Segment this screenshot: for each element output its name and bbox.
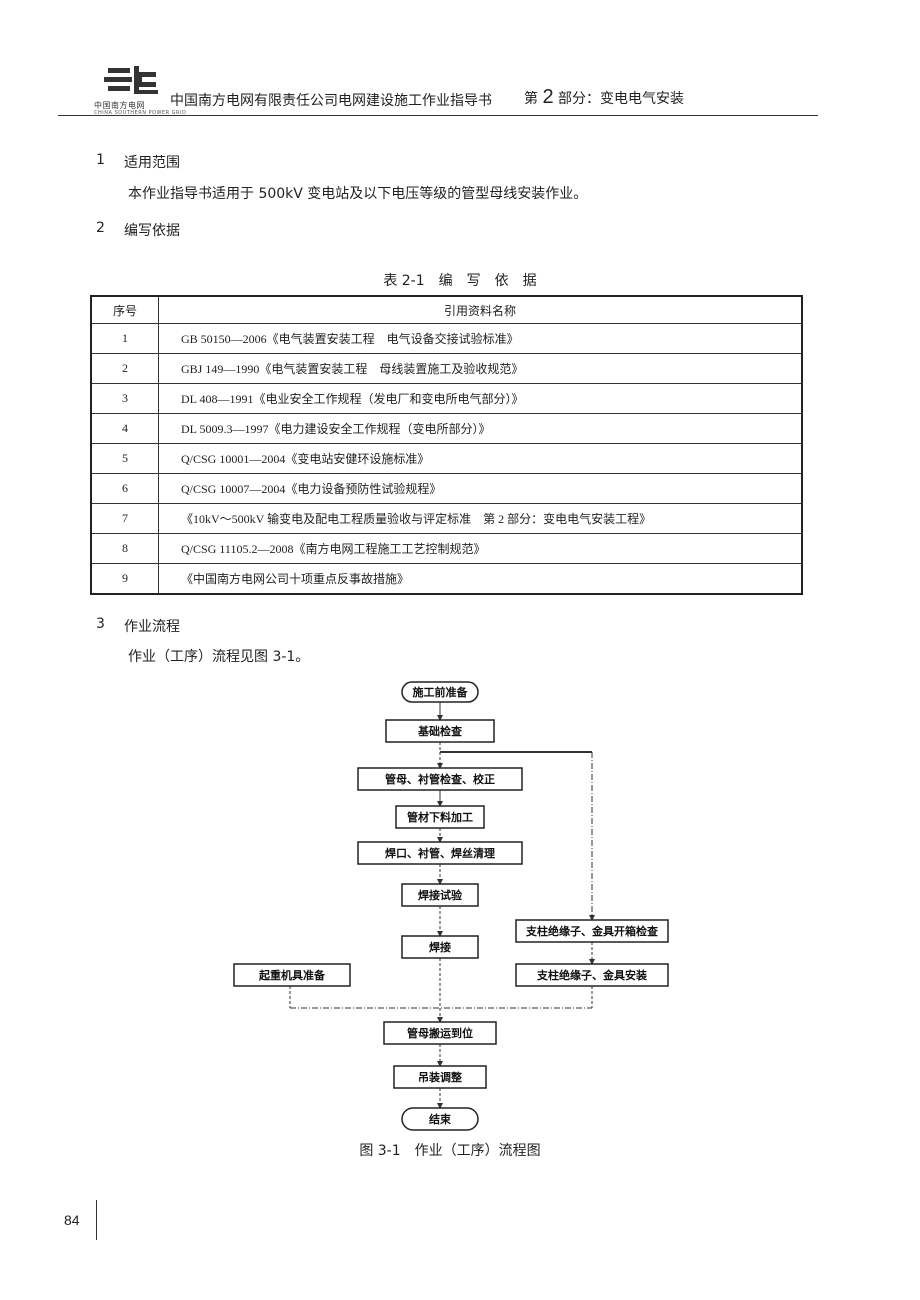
flow-step-box	[393, 1065, 487, 1089]
section-2-title: 编写依据	[124, 223, 180, 239]
flow-step-box	[357, 841, 523, 865]
figure-caption: 图 3-1 作业（工序）流程图	[359, 1143, 541, 1159]
footer-divider	[96, 1200, 97, 1240]
step-insulator-check-label: 支柱绝缘子、金具开箱检查	[525, 924, 658, 938]
section-3-number: 3	[96, 616, 105, 632]
section-3-title: 作业流程	[124, 619, 180, 635]
step-cutting-label: 管材下料加工	[407, 810, 473, 824]
row-reference: Q/CSG 10001—2004《变电站安健环设施标准》	[158, 443, 803, 474]
company-logo	[104, 66, 158, 94]
header-part-prefix: 第	[524, 91, 538, 107]
flow-step-box	[357, 767, 523, 791]
step-transport-label: 管母搬运到位	[407, 1026, 473, 1040]
row-index: 4	[90, 413, 159, 444]
row-reference: GB 50150—2006《电气装置安装工程 电气设备交接试验标准》	[158, 323, 803, 354]
step-weld-test-label: 焊接试验	[418, 888, 463, 902]
row-reference: GBJ 149—1990《电气装置安装工程 母线装置施工及验收规范》	[158, 353, 803, 384]
step-crane-label: 起重机具准备	[258, 968, 326, 982]
row-reference: Q/CSG 11105.2—2008《南方电网工程施工工艺控制规范》	[158, 533, 803, 564]
page-number: 84	[64, 1212, 80, 1228]
flow-step-box	[515, 963, 669, 987]
step-foundation-label: 基础检查	[417, 724, 462, 738]
section-3-text: 作业（工序）流程见图 3-1。	[128, 649, 310, 665]
flow-step-box	[233, 963, 351, 987]
step-tube-check-label: 管母、衬管检查、校正	[385, 772, 495, 786]
table-header-index: 序号	[90, 295, 159, 324]
row-index: 5	[90, 443, 159, 474]
flow-step-box	[383, 1021, 497, 1045]
table-caption: 表 2-1 编 写 依 据	[383, 273, 537, 289]
section-2-number: 2	[96, 220, 105, 236]
row-index: 2	[90, 353, 159, 384]
table-header-row: 序号 引用资料名称	[90, 295, 803, 324]
table-row: 9《中国南方电网公司十项重点反事故措施》	[90, 563, 803, 595]
step-start-label: 施工前准备	[413, 685, 469, 699]
step-hoisting-label: 吊装调整	[418, 1070, 462, 1084]
header-part: 第 2 部分：变电电气安装	[524, 86, 684, 109]
section-1-title: 适用范围	[124, 155, 180, 171]
row-reference: 《中国南方电网公司十项重点反事故措施》	[158, 563, 803, 595]
flow-start-node	[401, 681, 479, 703]
step-cleaning-label: 焊口、衬管、焊丝清理	[385, 846, 495, 860]
header-part-number: 2	[542, 86, 554, 108]
section-1-text: 本作业指导书适用于 500kV 变电站及以下电压等级的管型母线安装作业。	[128, 186, 588, 202]
row-reference: DL 408—1991《电业安全工作规程（发电厂和变电所电气部分）》	[158, 383, 803, 414]
row-reference: DL 5009.3—1997《电力建设安全工作规程（变电所部分）》	[158, 413, 803, 444]
flow-step-box	[385, 719, 495, 743]
header-divider	[58, 115, 818, 116]
flow-step-box	[401, 935, 479, 959]
step-insulator-install-label: 支柱绝缘子、金具安装	[536, 968, 647, 982]
step-end-label: 结束	[428, 1112, 452, 1126]
row-index: 8	[90, 533, 159, 564]
header-part-suffix: 部分：变电电气安装	[558, 91, 685, 107]
header-title: 中国南方电网有限责任公司电网建设施工作业指导书	[170, 93, 492, 109]
flow-step-box	[401, 883, 479, 907]
section-1-number: 1	[96, 152, 105, 168]
logo-text: 中国南方电网	[94, 101, 145, 110]
row-reference: 《10kV～500kV 输变电及配电工程质量验收与评定标准 第 2 部分：变电电…	[158, 503, 803, 534]
flow-end-node	[401, 1107, 479, 1131]
step-welding-label: 焊接	[429, 940, 451, 954]
flow-step-box	[395, 805, 485, 829]
row-index: 9	[90, 563, 159, 595]
flow-step-box	[515, 919, 669, 943]
logo-subtext: CHINA SOUTHERN POWER GRID	[94, 110, 187, 116]
